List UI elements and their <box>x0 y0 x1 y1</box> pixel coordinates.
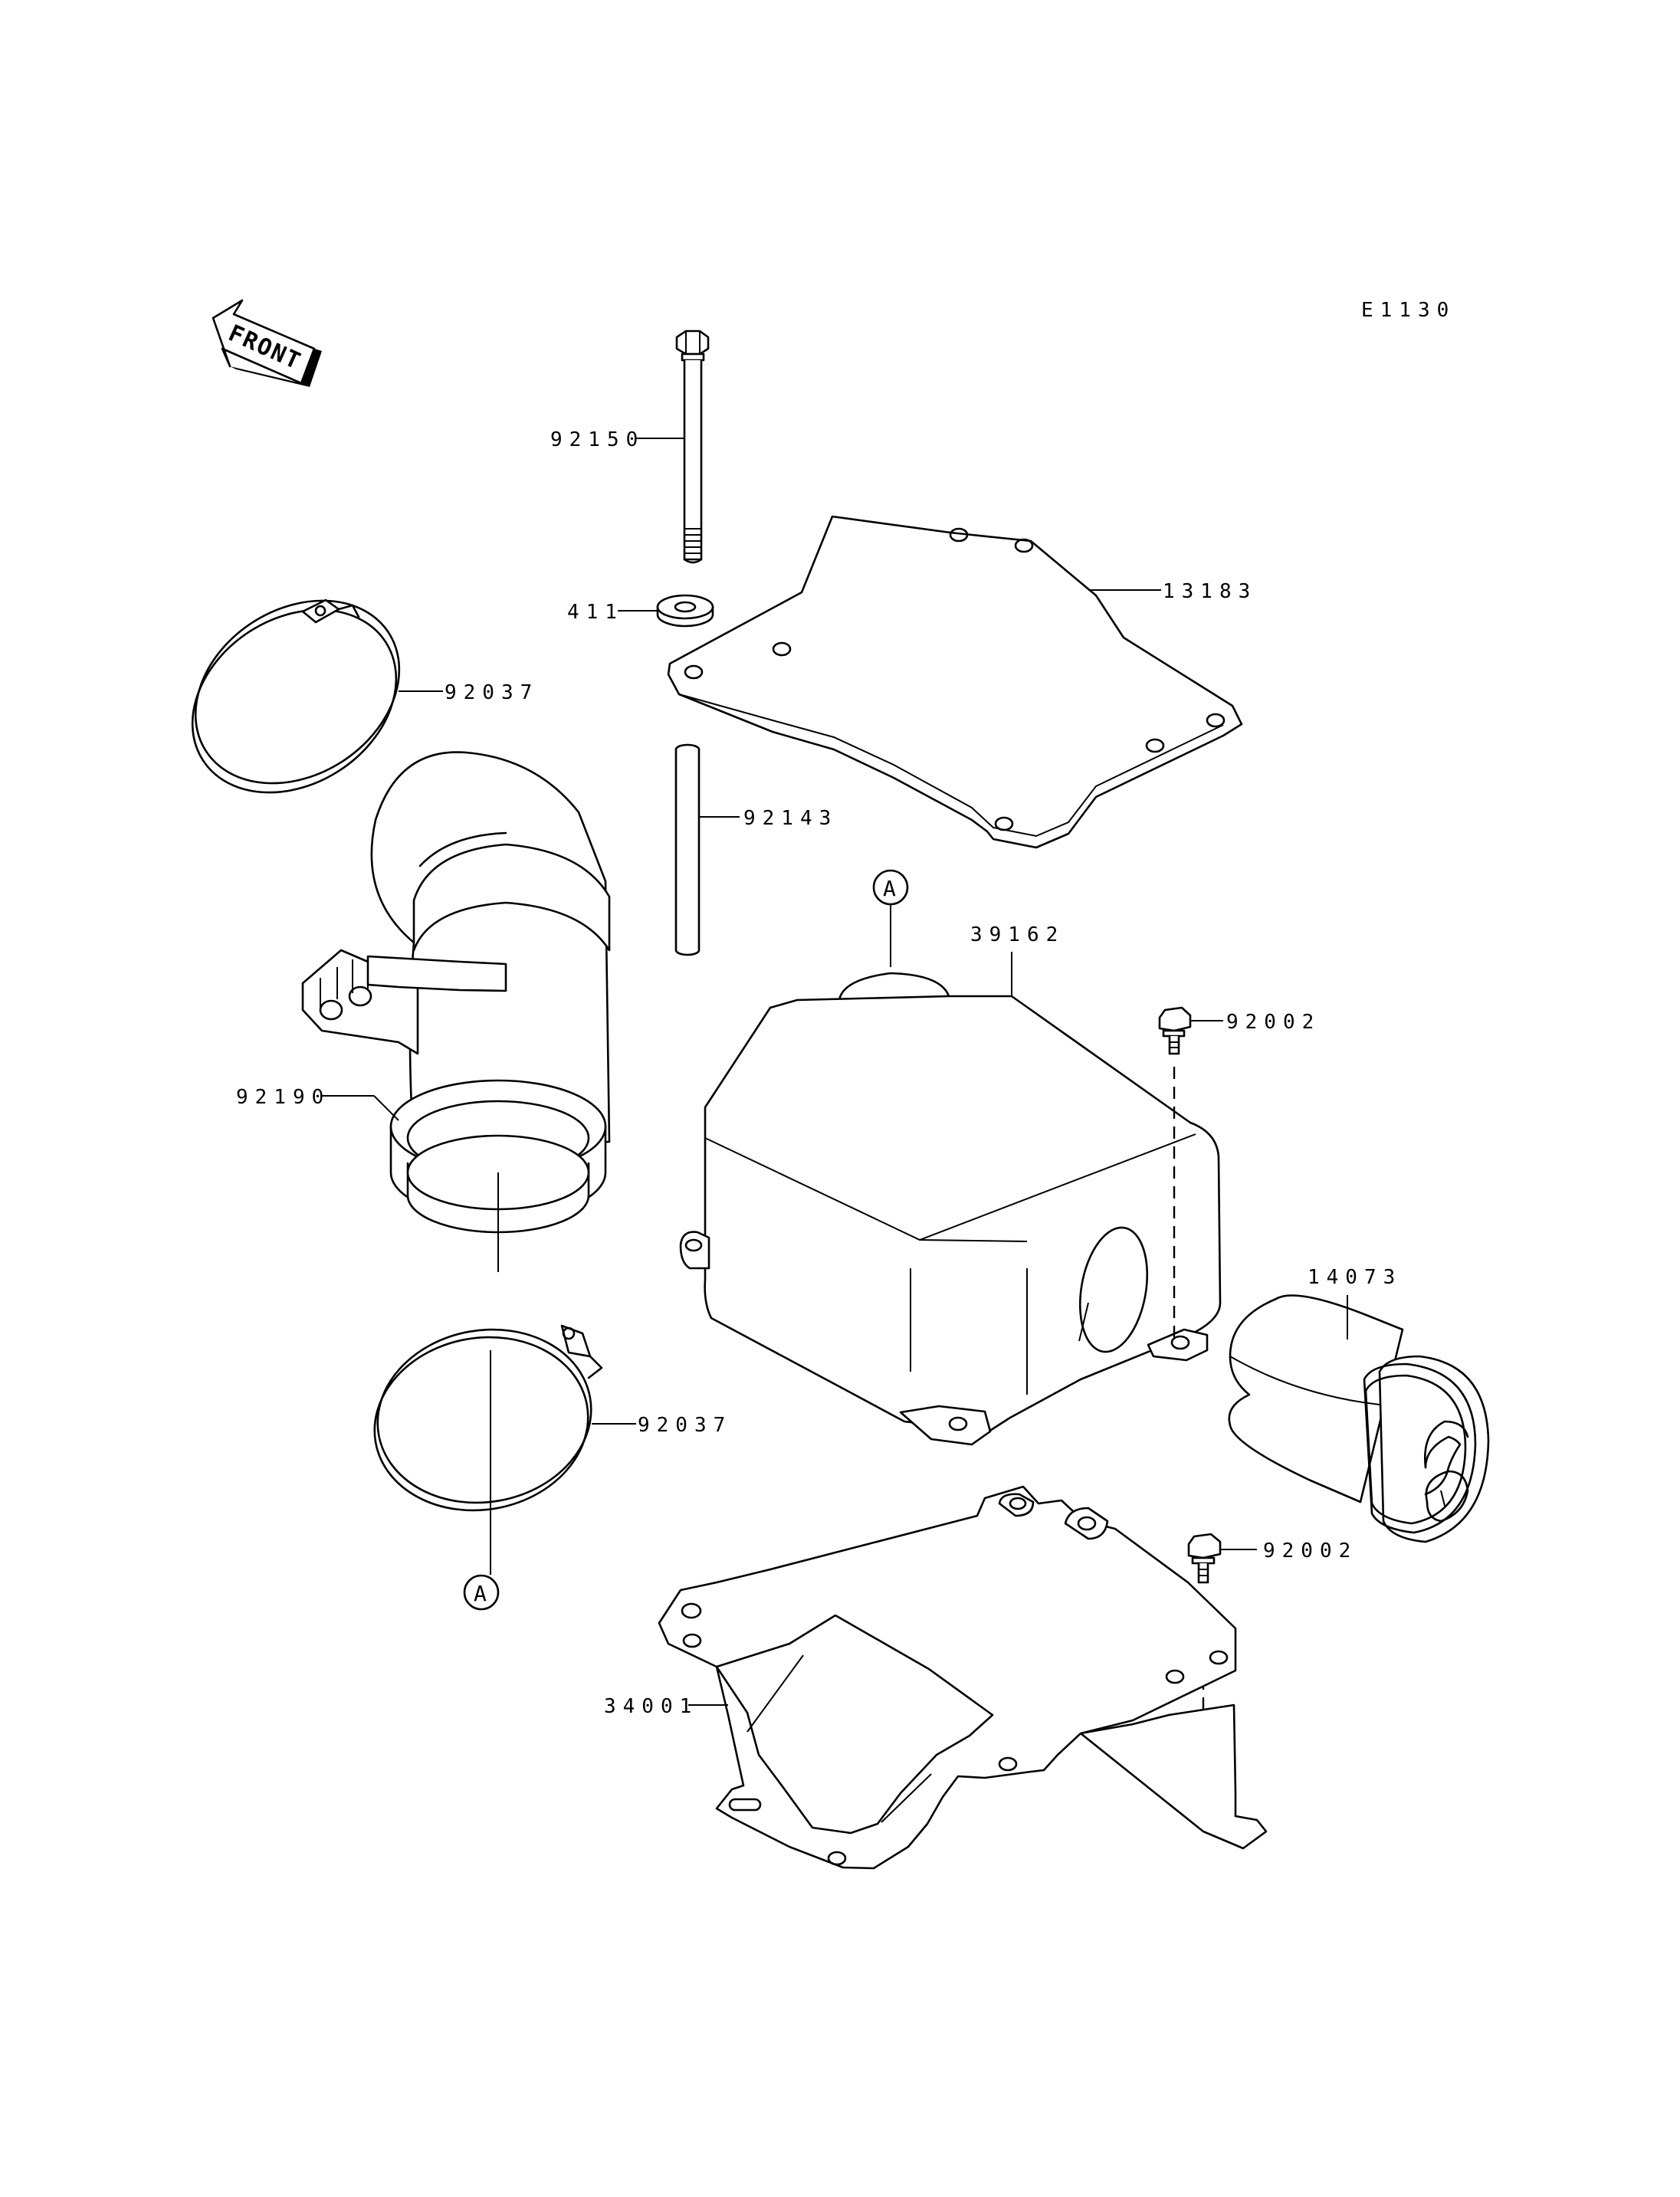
reference-marker-upper: A <box>872 869 909 906</box>
upper-clamp-part <box>191 598 401 794</box>
label-92002-lower: 92002 <box>1263 1540 1357 1562</box>
diagram-id: E1130 <box>1361 299 1455 322</box>
marker-a-upper: A <box>883 876 896 901</box>
upper-bolt-part <box>1158 1006 1192 1055</box>
air-box-part <box>679 972 1222 1446</box>
washer-part <box>656 594 714 628</box>
label-39162: 39162 <box>970 923 1065 946</box>
lower-bolt-part <box>1187 1533 1222 1584</box>
front-arrow-icon: FRONT <box>212 299 322 387</box>
label-92002-upper: 92002 <box>1226 1011 1321 1034</box>
label-92037-lower: 92037 <box>638 1414 732 1437</box>
label-92143: 92143 <box>743 807 838 830</box>
filter-element-part <box>1228 1294 1490 1543</box>
label-92037-upper: 92037 <box>445 681 539 704</box>
marker-a-lower: A <box>474 1581 487 1606</box>
label-34001: 34001 <box>604 1695 698 1718</box>
lower-clamp-part <box>373 1324 603 1512</box>
label-92190: 92190 <box>236 1086 330 1109</box>
spacer-collar-part <box>674 743 701 956</box>
reference-marker-lower: A <box>463 1574 500 1611</box>
label-13183: 13183 <box>1163 580 1257 603</box>
label-14073: 14073 <box>1308 1266 1402 1289</box>
gasket-plate-part <box>667 515 1243 849</box>
label-92150: 92150 <box>550 428 645 451</box>
duct-hose-part <box>301 751 611 1234</box>
bracket-part <box>658 1485 1268 1870</box>
long-bolt-part <box>675 330 710 564</box>
label-411: 411 <box>567 601 624 624</box>
